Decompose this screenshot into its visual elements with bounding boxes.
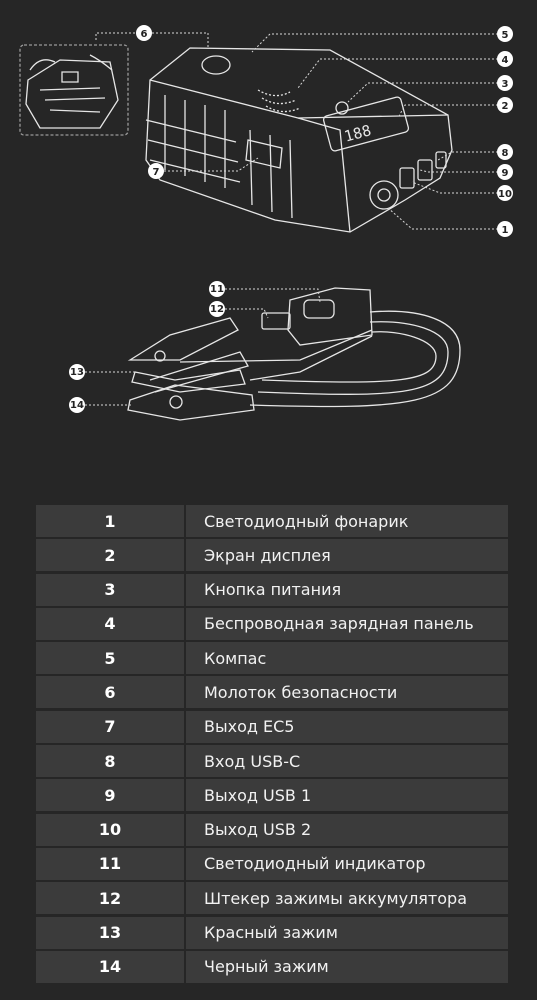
callout-11: 11 [209,281,225,297]
svg-text:13: 13 [70,367,84,378]
callout-13: 13 [69,364,85,380]
row-label: Вход USB-C [186,745,508,778]
jump-starter-drawing: 188 [19,44,461,421]
hammer-inset [19,44,129,136]
callout-10: 10 [497,185,513,201]
callout-2: 2 [497,97,513,113]
svg-text:12: 12 [210,304,224,315]
svg-text:8: 8 [502,148,509,159]
product-diagram: 188 [19,25,513,421]
svg-text:9: 9 [502,168,509,179]
callout-9: 9 [497,164,513,180]
callout-5: 5 [497,26,513,42]
svg-text:7: 7 [153,167,160,178]
callout-8: 8 [497,144,513,160]
row-number: 2 [36,539,184,572]
row-number: 7 [36,710,184,743]
callout-14: 14 [69,397,85,413]
row-number: 12 [36,882,184,915]
row-label: Выход USB 1 [186,779,508,812]
row-label: Беспроводная зарядная панель [186,607,508,640]
row-number: 14 [36,950,184,983]
leader-lines [85,32,498,406]
row-number: 9 [36,779,184,812]
row-label: Черный зажим [186,950,508,983]
callout-1: 1 [497,221,513,237]
row-label: Компас [186,642,508,675]
row-label: Красный зажим [186,916,508,949]
callout-12: 12 [209,301,225,317]
svg-text:4: 4 [502,55,509,66]
svg-text:14: 14 [70,400,84,411]
power-bank-body: 188 [145,47,453,233]
row-label: Кнопка питания [186,573,508,606]
row-number: 11 [36,847,184,880]
row-number: 8 [36,745,184,778]
row-label: Молоток безопасности [186,676,508,709]
row-label: Экран дисплея [186,539,508,572]
svg-text:2: 2 [502,101,509,112]
clamp-cable-drawing [127,287,461,421]
svg-text:1: 1 [502,225,509,236]
row-label: Светодиодный индикатор [186,847,508,880]
row-number: 6 [36,676,184,709]
svg-text:11: 11 [210,284,224,295]
svg-text:3: 3 [502,79,509,90]
row-label: Выход USB 2 [186,813,508,846]
row-label: Светодиодный фонарик [186,505,508,537]
row-number: 3 [36,573,184,606]
svg-text:10: 10 [498,189,512,200]
callout-7: 7 [148,163,164,179]
row-number: 5 [36,642,184,675]
svg-text:6: 6 [141,29,148,40]
callout-6: 6 [136,25,152,41]
row-label: Штекер зажимы аккумулятора [186,882,508,915]
callout-markers: 6 5 4 3 2 8 9 10 1 7 11 12 13 14 [69,25,513,413]
callout-3: 3 [497,75,513,91]
row-label: Выход EC5 [186,710,508,743]
callout-4: 4 [497,51,513,67]
svg-text:5: 5 [502,30,509,41]
row-number: 10 [36,813,184,846]
row-number: 1 [36,505,184,537]
row-number: 4 [36,607,184,640]
row-number: 13 [36,916,184,949]
